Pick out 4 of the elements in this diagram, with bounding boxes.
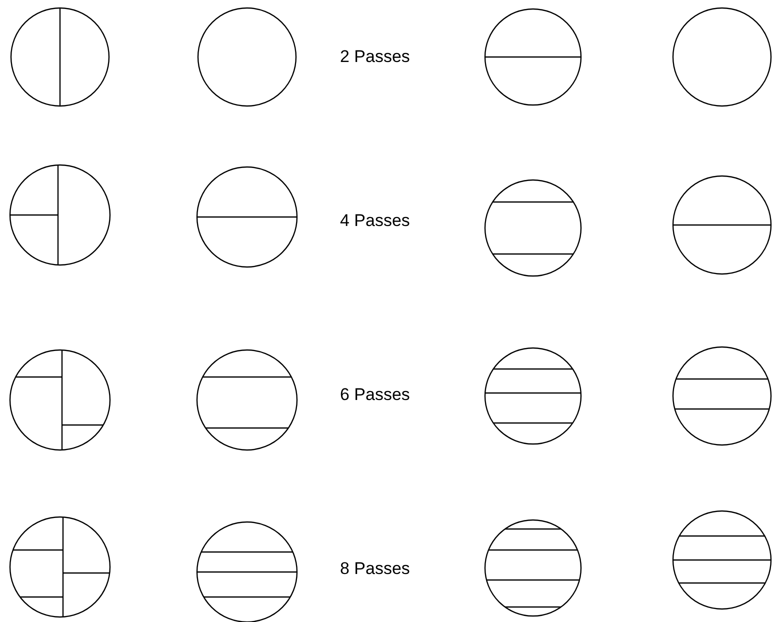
pass-count-label: 2 Passes [340, 48, 410, 65]
pass-count-label: 4 Passes [340, 212, 410, 229]
pass-count-label: 8 Passes [340, 560, 410, 577]
pass-count-label: 6 Passes [340, 386, 410, 403]
